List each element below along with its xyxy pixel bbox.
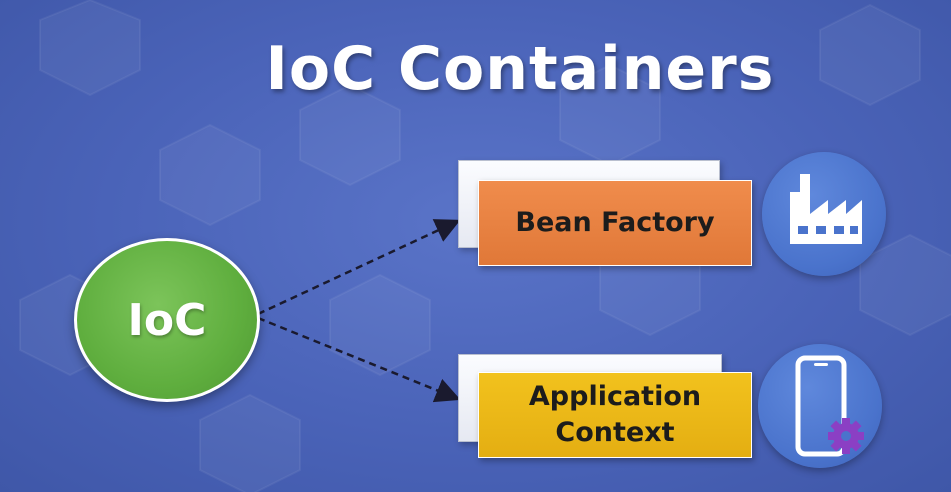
ioc-node-label: IoC bbox=[127, 294, 207, 346]
application-context-label: Application Context bbox=[528, 380, 702, 448]
factory-icon-badge bbox=[762, 152, 886, 276]
bean-factory-card: Bean Factory bbox=[478, 180, 752, 266]
mobile-settings-icon bbox=[795, 355, 864, 457]
factory-icon bbox=[790, 174, 862, 244]
application-context-card: Application Context bbox=[478, 372, 752, 458]
bean-factory-label: Bean Factory bbox=[515, 206, 715, 238]
mobile-settings-icon-badge bbox=[758, 344, 882, 468]
page-title: IoC Containers bbox=[265, 34, 775, 104]
ioc-node: IoC bbox=[74, 238, 260, 402]
